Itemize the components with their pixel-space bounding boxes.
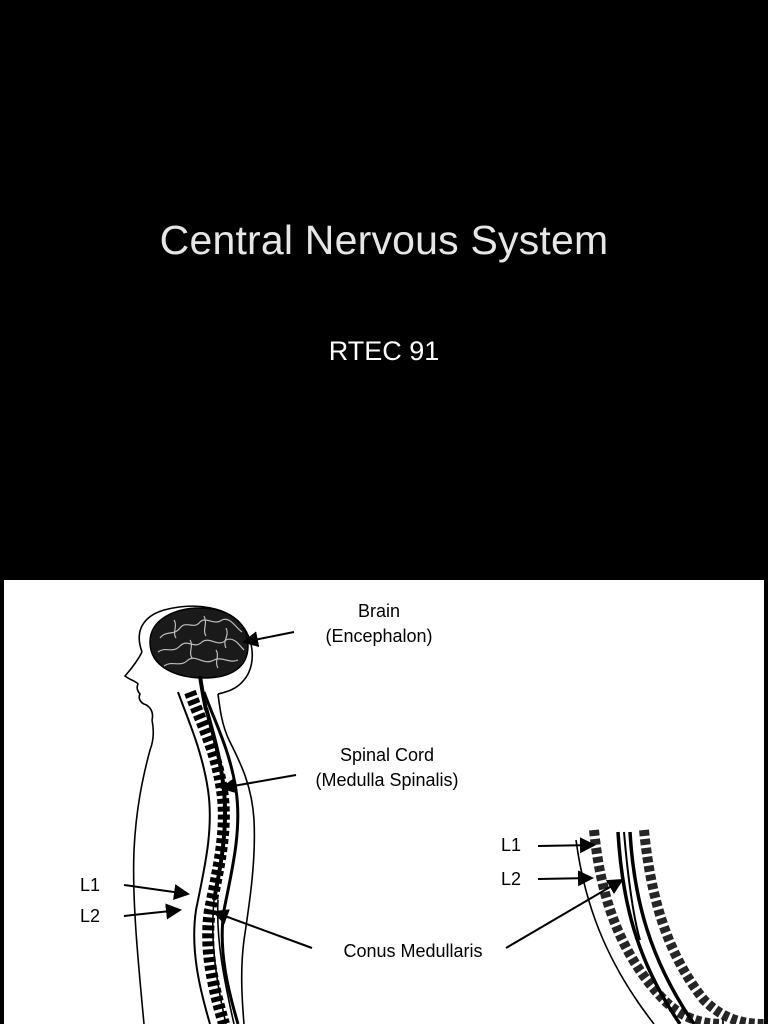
arrow-left-l1 [123,884,190,900]
label-right-l1: L1 [501,835,521,855]
label-left-l2: L2 [80,906,100,926]
label-conus: Conus Medullaris [343,941,482,961]
arrow-left-l2 [123,903,182,920]
arrow-conus-left [212,909,313,949]
label-brain: Brain [358,601,400,621]
vertebral-column [177,689,240,1024]
label-spinal-cord-latin: (Medulla Spinalis) [315,770,458,790]
slide-subtitle: RTEC 91 [328,336,440,366]
label-brain-latin: (Encephalon) [325,626,432,646]
arrow-right-l2 [537,870,594,887]
arrow-brain [242,631,295,648]
arrow-spinal-cord [220,774,297,794]
slide-title: Central Nervous System [159,217,609,263]
label-spinal-cord: Spinal Cord [340,745,434,765]
cns-diagram: Brain (Encephalon) Spinal Cord (Medulla … [4,580,764,1024]
brain-illustration [149,607,249,711]
arrow-conus-right [505,878,624,949]
label-left-l1: L1 [80,875,100,895]
label-right-l2: L2 [501,869,521,889]
lumbar-inset [575,829,764,1024]
arrow-right-l1 [537,837,596,854]
